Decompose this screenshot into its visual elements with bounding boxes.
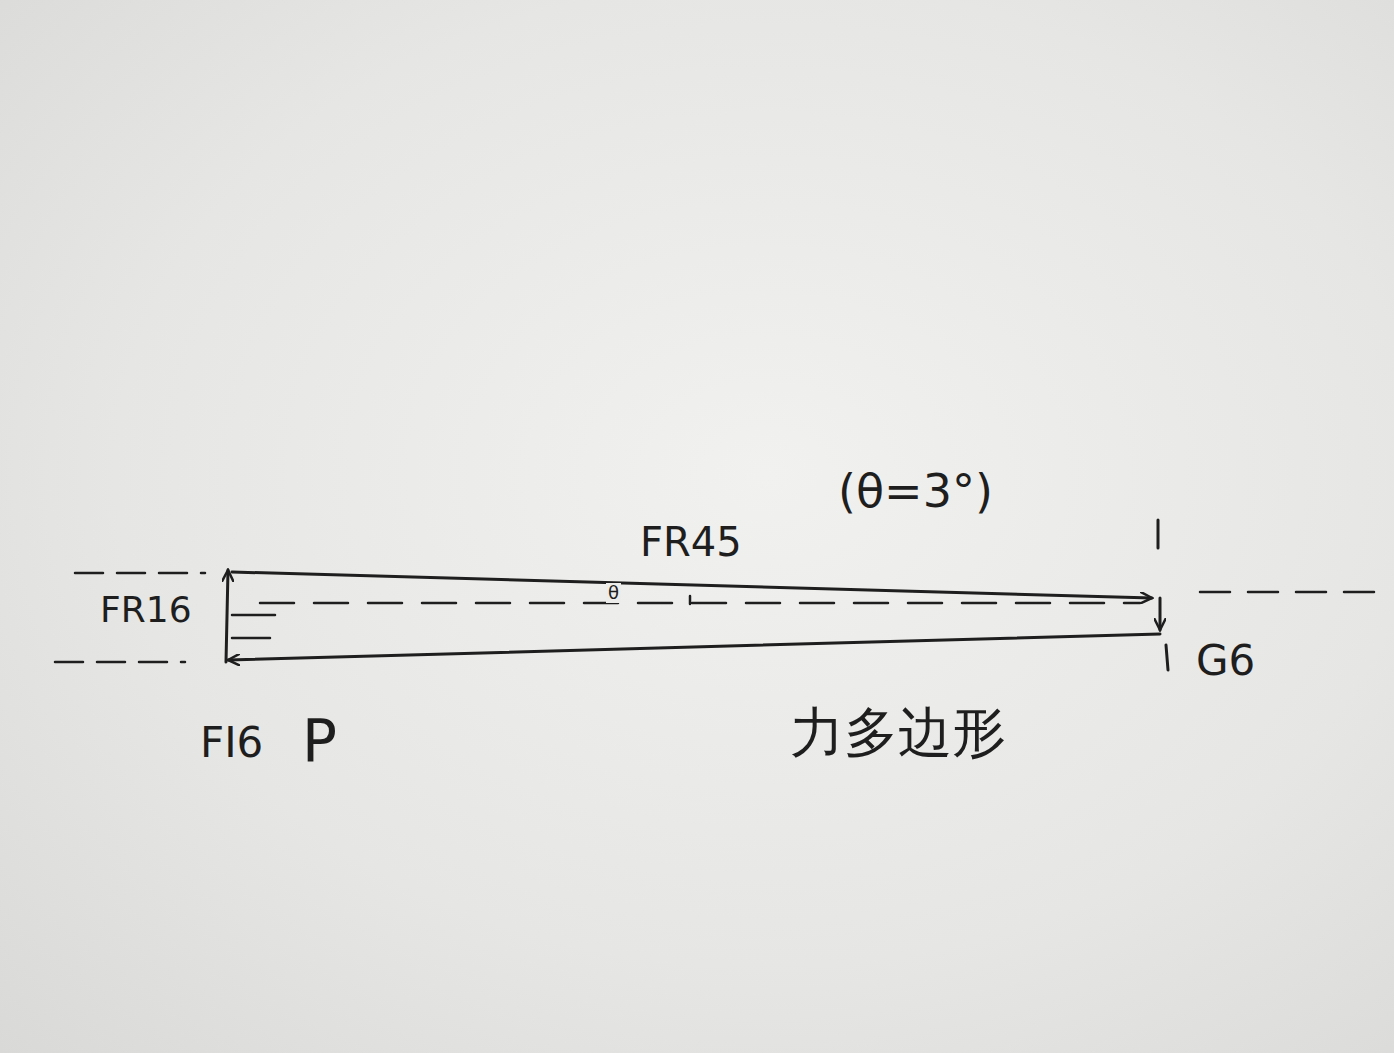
angle-symbol: θ [606, 583, 621, 603]
dashed-centerline [1200, 591, 1392, 594]
dashed-centerline [260, 602, 1140, 605]
point-label: P [302, 712, 337, 770]
tick-line [1157, 520, 1160, 548]
force-label: FI6 [200, 722, 263, 764]
force-label: G6 [1196, 640, 1255, 682]
force-label: FR45 [640, 522, 742, 562]
force-vector [1159, 598, 1162, 630]
tick-line [1166, 645, 1168, 670]
caption-note: 力多边形 [790, 706, 1006, 760]
angle-mark [689, 596, 692, 604]
tick-line [232, 614, 275, 617]
tick-line [232, 637, 270, 640]
force-vector [232, 572, 1152, 598]
force-vector [228, 634, 1160, 660]
force-label: FR16 [100, 592, 192, 628]
force-vector [226, 570, 228, 662]
angle-note: (θ=3°) [838, 468, 993, 514]
dashed-guide [55, 661, 185, 664]
dashed-guide [75, 572, 205, 575]
